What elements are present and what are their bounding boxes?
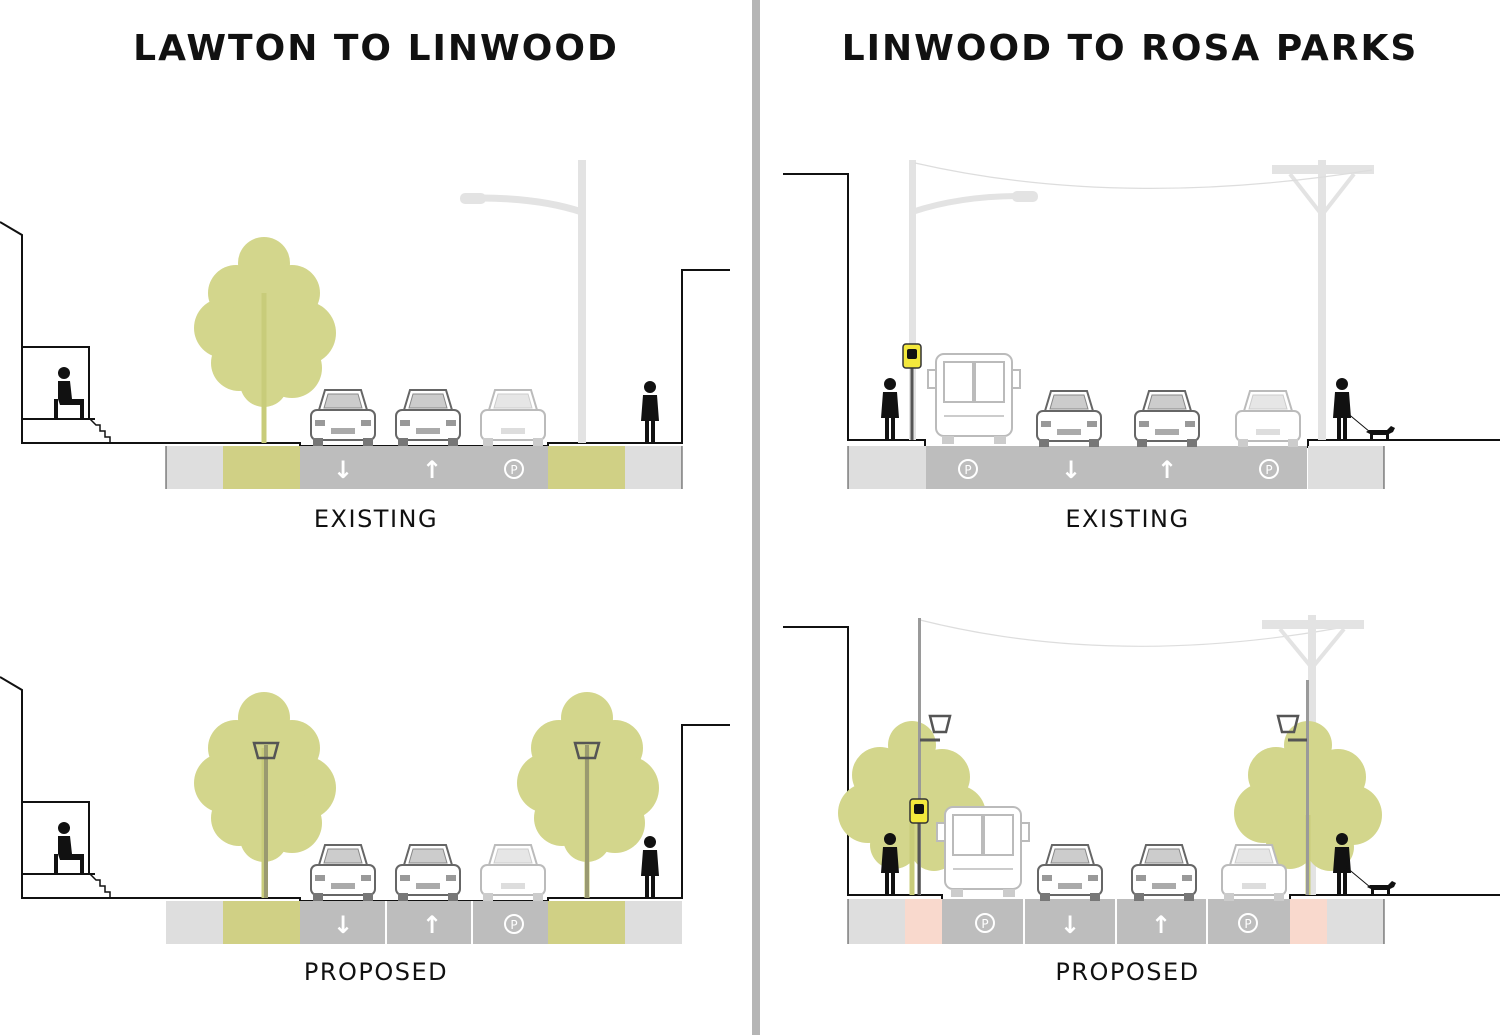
sidewalk-left	[848, 446, 926, 489]
right-existing-caption: EXISTING	[1065, 505, 1190, 533]
pedestrian-icon	[641, 836, 659, 898]
left-proposed-section: ↓ ↑ P	[0, 676, 730, 944]
arrow-up-icon: ↑	[1157, 456, 1177, 484]
street-light-icon	[460, 160, 586, 443]
planter-left	[223, 901, 300, 944]
car-icon	[1235, 390, 1301, 448]
seated-person-icon	[54, 822, 84, 874]
parking-label: P	[981, 917, 988, 931]
power-line	[914, 162, 1373, 189]
parking-label: P	[510, 463, 517, 477]
left-proposed-caption: PROPOSED	[303, 958, 449, 986]
left-existing-section: ↓ ↑ P	[0, 160, 730, 489]
right-panel-title: LINWOOD TO ROSA PARKS	[841, 28, 1419, 69]
arrow-up-icon: ↑	[422, 911, 442, 939]
power-line	[919, 619, 1356, 647]
parking-label: P	[1244, 917, 1251, 931]
sidewalk-left	[848, 899, 905, 944]
sidewalk-right	[625, 901, 682, 944]
street-light-icon	[909, 160, 1038, 440]
left-existing-caption: EXISTING	[313, 505, 439, 533]
road-travel-lanes	[300, 446, 548, 489]
car-icon	[480, 389, 546, 447]
parking-label: P	[964, 463, 971, 477]
dog-icon	[1367, 881, 1396, 895]
left-panel-title: LAWTON TO LINWOOD	[133, 28, 619, 69]
planter-left	[223, 446, 300, 489]
buffer-right	[1290, 899, 1327, 944]
parking-label: P	[510, 918, 517, 932]
car-icon	[395, 389, 461, 447]
sidewalk-right	[1308, 446, 1384, 489]
car-icon	[310, 844, 376, 902]
right-proposed-caption: PROPOSED	[1055, 958, 1200, 986]
bus-stop-sign-icon	[902, 343, 922, 441]
road-travel-lanes	[926, 446, 1307, 489]
right-proposed-section: P ↓ ↑ P	[783, 615, 1500, 944]
bus-icon	[927, 353, 1021, 445]
pedestrian-icon	[881, 378, 899, 440]
car-icon	[480, 844, 546, 902]
sidewalk-left	[166, 446, 223, 489]
street-light-icon	[1276, 680, 1309, 895]
right-existing-section: P ↓ ↑ P	[783, 160, 1500, 489]
road-travel-lanes	[300, 901, 548, 944]
street-light-icon	[252, 741, 280, 898]
sidewalk-left	[166, 901, 223, 944]
utility-pole-icon	[1272, 160, 1374, 440]
parking-label: P	[1265, 463, 1272, 477]
car-icon	[310, 389, 376, 447]
seated-person-icon	[54, 367, 84, 419]
sidewalk-right	[625, 446, 682, 489]
pedestrian-icon	[1333, 378, 1351, 440]
dog-leash	[1345, 866, 1371, 888]
panel-divider	[752, 0, 760, 1035]
street-light-icon	[573, 741, 601, 898]
car-icon	[1134, 390, 1200, 448]
arrow-down-icon: ↓	[1060, 911, 1080, 939]
arrow-down-icon: ↓	[1061, 456, 1081, 484]
car-icon	[1131, 844, 1197, 902]
planter-right	[548, 901, 625, 944]
sidewalk-right	[1327, 899, 1384, 944]
car-icon	[1037, 844, 1103, 902]
arrow-down-icon: ↓	[333, 456, 353, 484]
arrow-down-icon: ↓	[333, 911, 353, 939]
arrow-up-icon: ↑	[1151, 911, 1171, 939]
bus-icon	[936, 806, 1030, 898]
car-icon	[395, 844, 461, 902]
arrow-up-icon: ↑	[422, 456, 442, 484]
planter-right	[548, 446, 625, 489]
dog-icon	[1366, 426, 1395, 440]
pedestrian-icon	[641, 381, 659, 443]
dog-leash	[1345, 411, 1371, 433]
street-light-icon	[918, 618, 952, 895]
buffer-left	[905, 899, 942, 944]
car-icon	[1036, 390, 1102, 448]
